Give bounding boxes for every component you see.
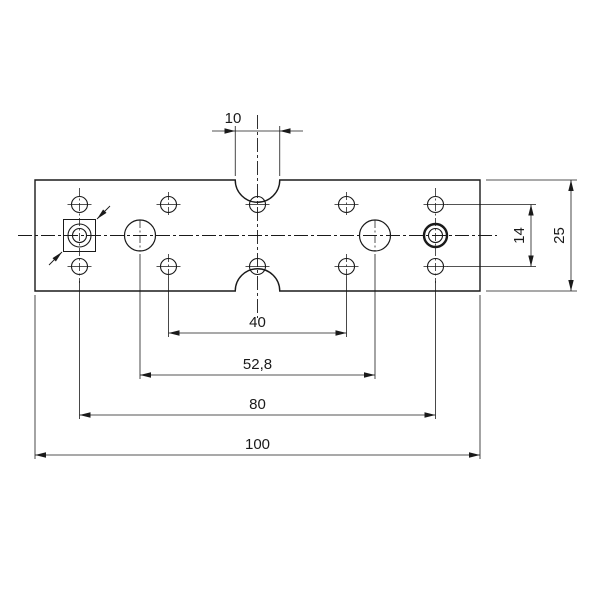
hole-threaded-left-inner — [71, 227, 88, 244]
dim-label-pitch-outer: 80 — [249, 396, 266, 413]
arrowhead — [528, 204, 534, 216]
hole-small — [159, 195, 178, 214]
hole-small — [426, 195, 445, 214]
arrowhead — [140, 372, 151, 378]
hole-small — [248, 195, 267, 214]
dim-pitch-outer — [79, 281, 436, 419]
dim-overall-width — [486, 179, 577, 292]
arrowhead — [168, 330, 180, 336]
dim-notch-width — [212, 126, 303, 176]
centerlines — [18, 115, 497, 318]
hole-small — [337, 257, 356, 276]
arrowhead — [335, 330, 347, 336]
hole-small — [248, 257, 267, 276]
thread-detail — [48, 205, 111, 266]
hole-small — [159, 257, 178, 276]
hole-small — [426, 257, 445, 276]
dim-label-row-spacing: 14 — [511, 227, 528, 244]
arrowhead — [35, 452, 46, 458]
detail-arrowhead — [97, 209, 107, 219]
arrowhead — [364, 372, 375, 378]
hole-threaded-right-outer — [422, 222, 449, 249]
arrowhead — [224, 128, 236, 134]
dim-pitch-inner — [168, 277, 347, 337]
hole-threaded-right-inner — [427, 227, 444, 244]
hole-threaded-left-outer — [67, 223, 92, 248]
dim-label-notch-width: 10 — [225, 110, 242, 127]
arrowhead — [279, 128, 291, 134]
dim-label-pitch-mid: 52,8 — [243, 356, 272, 373]
arrowhead — [79, 412, 91, 418]
hole-small — [70, 257, 89, 276]
arrowhead — [568, 280, 574, 291]
arrowhead — [528, 255, 534, 267]
plate-outline — [34, 179, 481, 292]
thread-detail-square — [63, 219, 96, 252]
hole-small — [70, 195, 89, 214]
arrowhead — [424, 412, 436, 418]
hole-large — [358, 219, 392, 252]
detail-arrowhead — [52, 252, 62, 262]
arrowhead — [568, 180, 574, 191]
dim-label-overall-length: 100 — [245, 436, 270, 453]
dim-label-overall-width: 25 — [551, 227, 568, 244]
dim-pitch-mid — [139, 254, 376, 379]
hole-large — [123, 219, 157, 252]
hole-small — [337, 195, 356, 214]
arrowhead — [469, 452, 480, 458]
holes — [67, 195, 449, 276]
dim-row-spacing — [447, 204, 536, 267]
dim-overall-length — [34, 295, 481, 459]
dim-label-pitch-inner: 40 — [249, 314, 266, 331]
